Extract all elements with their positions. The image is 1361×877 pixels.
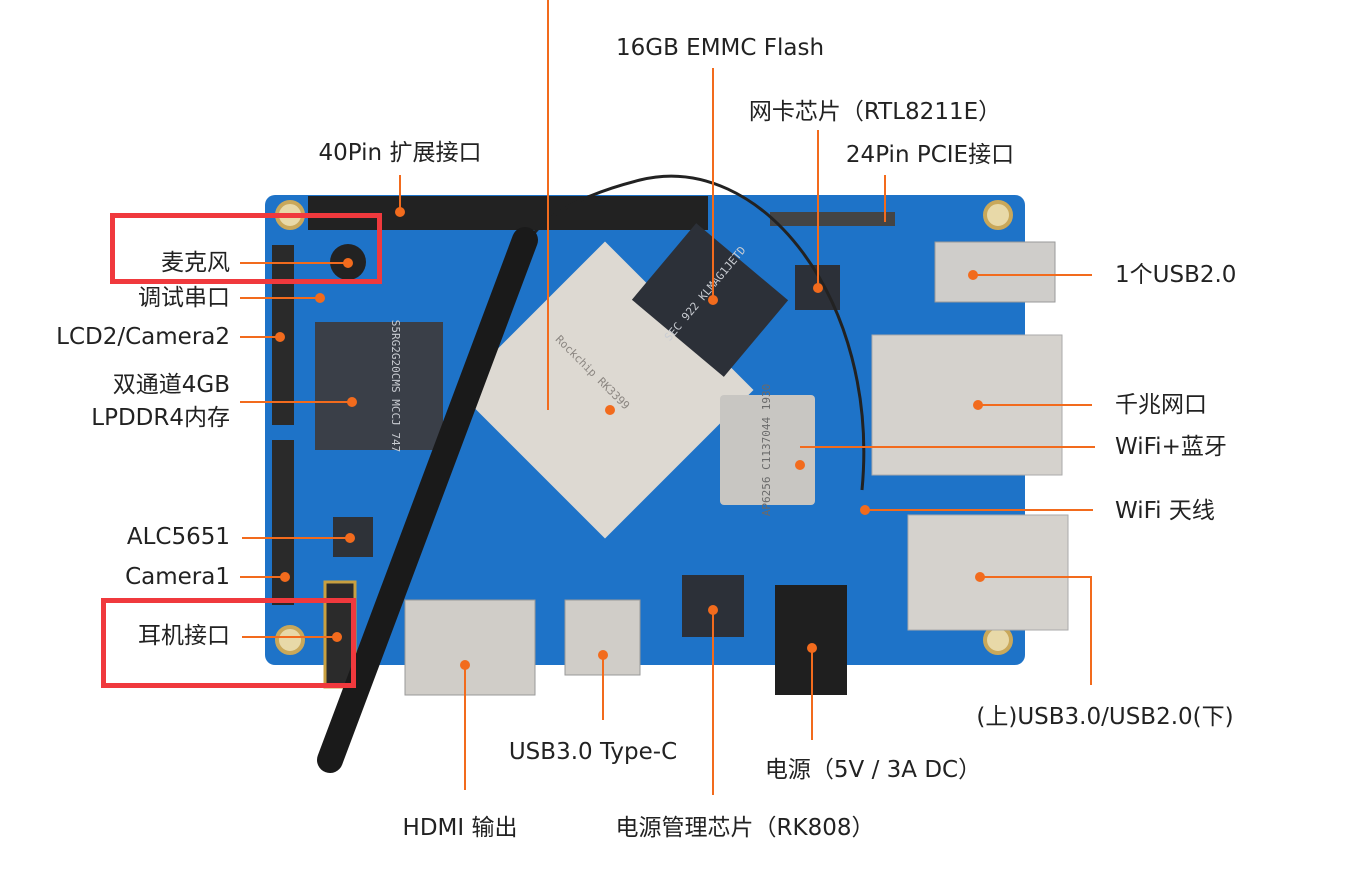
ram-chip bbox=[315, 322, 443, 450]
label-wifi-antenna: WiFi 天线 bbox=[1115, 498, 1215, 524]
label-microphone: 麦克风 bbox=[161, 250, 230, 276]
label-wifi-bt: WiFi+蓝牙 bbox=[1115, 434, 1227, 460]
label-pmic: 电源管理芯片（RK808） bbox=[615, 815, 875, 841]
usb3-port bbox=[907, 514, 1069, 631]
label-power: 电源（5V / 3A DC） bbox=[764, 757, 982, 783]
label-headphone: 耳机接口 bbox=[138, 623, 230, 649]
label-hdmi: HDMI 输出 bbox=[402, 815, 518, 841]
label-debug-serial: 调试串口 bbox=[138, 285, 230, 311]
callout-dots bbox=[275, 207, 985, 670]
leader-lines bbox=[240, 0, 1095, 795]
wifi-antenna bbox=[317, 227, 538, 773]
label-camera1: Camera1 bbox=[125, 564, 230, 590]
label-typec: USB3.0 Type-C bbox=[508, 739, 678, 765]
wifi-module-marking: AP6256 C1137044 1930 bbox=[760, 384, 773, 516]
mounting-holes bbox=[275, 200, 1013, 655]
label-pcie: 24Pin PCIE接口 bbox=[845, 142, 1015, 168]
hdmi-port bbox=[404, 599, 536, 696]
label-ethernet: 千兆网口 bbox=[1115, 392, 1207, 418]
pcie-connector bbox=[770, 212, 895, 226]
label-usb3: (上)USB3.0/USB2.0(下) bbox=[976, 704, 1234, 730]
label-ram-line2: LPDDR4内存 bbox=[91, 405, 230, 431]
label-alc5651: ALC5651 bbox=[126, 524, 230, 550]
label-ram-line1: 双通道4GB bbox=[112, 372, 230, 398]
label-emmc: 16GB EMMC Flash bbox=[615, 35, 825, 61]
ram-chip-marking: S5RG2G20CMS MCCJ 747 bbox=[389, 320, 402, 452]
label-nic: 网卡芯片（RTL8211E） bbox=[748, 99, 1002, 125]
label-lcd2-camera2: LCD2/Camera2 bbox=[56, 324, 230, 350]
highlight-box-microphone bbox=[110, 213, 382, 284]
highlight-box-headphone bbox=[101, 598, 356, 688]
label-usb2: 1个USB2.0 bbox=[1115, 262, 1237, 288]
usb2-port bbox=[934, 241, 1056, 303]
wifi-module bbox=[720, 395, 815, 505]
label-gpio: 40Pin 扩展接口 bbox=[318, 140, 482, 166]
camera1-connector bbox=[272, 440, 294, 605]
